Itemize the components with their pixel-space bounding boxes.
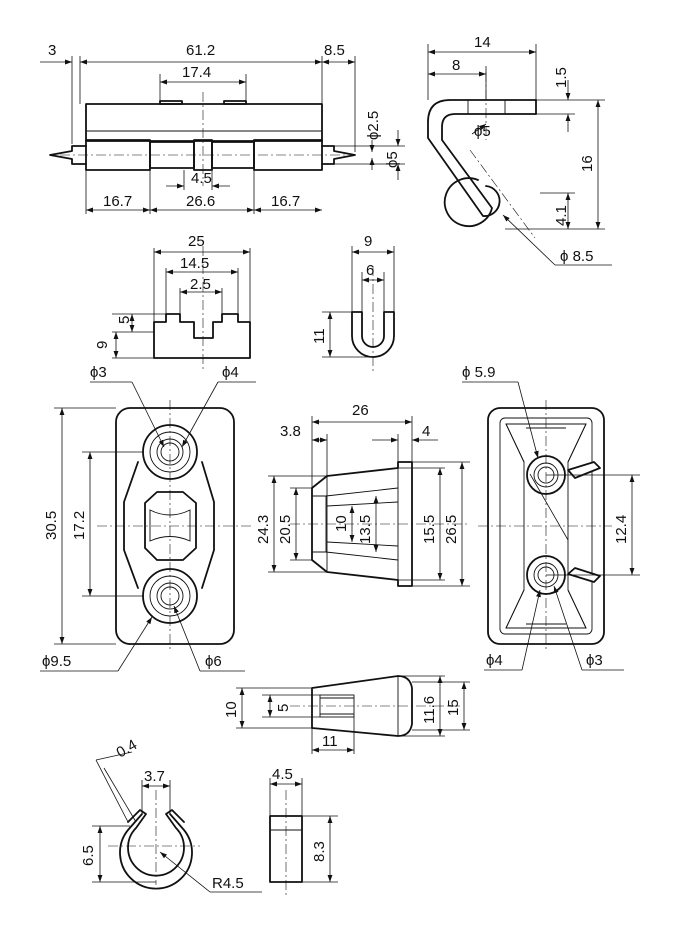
dim-15-5: 15.5 xyxy=(421,515,438,544)
u-profile-view: 9 6 11 xyxy=(311,233,395,372)
clip-view: 0.4 3.7 6.5 R4.5 xyxy=(80,736,262,893)
bracket-front-view: ϕ3 ϕ4 30.5 17.2 ϕ9.5 ϕ6 xyxy=(40,364,256,672)
dim-phi3: ϕ3 xyxy=(586,652,603,669)
dim-phi4: ϕ4 xyxy=(486,652,503,669)
dim-16-7-left: 16.7 xyxy=(103,193,132,210)
dim-4: 4 xyxy=(422,423,430,440)
dim-13-5: 13.5 xyxy=(357,515,374,544)
hinge-front-view: 3 61.2 8.5 17.4 ϕ2.5 ϕ5 4.5 16.7 26.6 16… xyxy=(40,42,405,214)
dim-4-5: 4.5 xyxy=(272,766,293,783)
dim-phi6: ϕ6 xyxy=(205,653,222,670)
dim-9: 9 xyxy=(364,233,372,250)
dim-14: 14 xyxy=(474,34,491,51)
dim-15: 15 xyxy=(445,699,462,716)
dim-9: 9 xyxy=(94,341,111,349)
hinge-side-view: 14 8 1.5 ϕ5 16 4.1 ϕ 8.5 xyxy=(427,34,612,266)
dim-24-3: 24.3 xyxy=(255,515,272,544)
dim-11: 11 xyxy=(322,733,338,750)
pin-view: 4.5 8.3 xyxy=(269,766,338,895)
dim-phi4: ϕ4 xyxy=(222,364,239,381)
dim-16: 16 xyxy=(579,155,596,172)
dim-2-5: 2.5 xyxy=(190,276,211,293)
dim-phi8-5: ϕ 8.5 xyxy=(560,248,593,265)
dim-11-6: 11.6 xyxy=(421,696,438,724)
dim-11: 11 xyxy=(311,328,328,344)
dim-10: 10 xyxy=(223,701,240,718)
dim-phi2-5: ϕ2.5 xyxy=(365,111,382,140)
dim-4-5: 4.5 xyxy=(191,170,212,187)
dim-16-7-right: 16.7 xyxy=(271,193,300,210)
knuckle-block-view: 25 14.5 2.5 5 9 xyxy=(94,233,251,370)
bracket-back-view: ϕ 5.9 12.4 ϕ4 ϕ3 xyxy=(462,364,640,671)
dim-4-1: 4.1 xyxy=(553,205,570,226)
dim-5: 5 xyxy=(275,704,292,712)
dim-8: 8 xyxy=(452,57,460,74)
dim-phi3: ϕ3 xyxy=(90,364,107,381)
dim-1-5: 1.5 xyxy=(553,67,570,88)
dim-phi5: ϕ5 xyxy=(384,151,401,168)
dim-3-8: 3.8 xyxy=(280,423,301,440)
dim-30-5: 30.5 xyxy=(43,511,60,540)
dim-26-5: 26.5 xyxy=(443,515,460,544)
dim-20-5: 20.5 xyxy=(277,515,294,544)
dim-r4-5: R4.5 xyxy=(212,875,244,892)
dim-3: 3 xyxy=(48,42,56,59)
dim-26-6: 26.6 xyxy=(186,193,215,210)
dim-5: 5 xyxy=(116,316,133,324)
bracket-side-view: 26 3.8 4 24.3 20.5 10 13.5 15.5 26.5 xyxy=(255,402,470,587)
dim-3-7: 3.7 xyxy=(144,768,165,785)
dim-phi5-9: ϕ 5.9 xyxy=(462,364,495,381)
dim-25: 25 xyxy=(188,233,205,250)
dim-8-3: 8.3 xyxy=(311,841,328,862)
dim-8-5: 8.5 xyxy=(324,42,345,59)
dim-61-2: 61.2 xyxy=(186,42,215,59)
dim-17-4: 17.4 xyxy=(182,64,211,81)
bracket-top-view: 10 5 11.6 15 11 xyxy=(223,675,470,754)
dim-phi5: ϕ5 xyxy=(474,123,491,140)
dim-26: 26 xyxy=(352,402,369,419)
dim-10: 10 xyxy=(333,515,350,532)
dim-14-5: 14.5 xyxy=(180,255,209,272)
dim-6: 6 xyxy=(366,262,374,279)
dim-17-2: 17.2 xyxy=(71,511,88,540)
dim-0-4: 0.4 xyxy=(114,736,141,761)
dim-phi9-5: ϕ9.5 xyxy=(42,653,71,670)
dim-6-5: 6.5 xyxy=(80,845,97,866)
dim-12-4: 12.4 xyxy=(613,515,630,544)
